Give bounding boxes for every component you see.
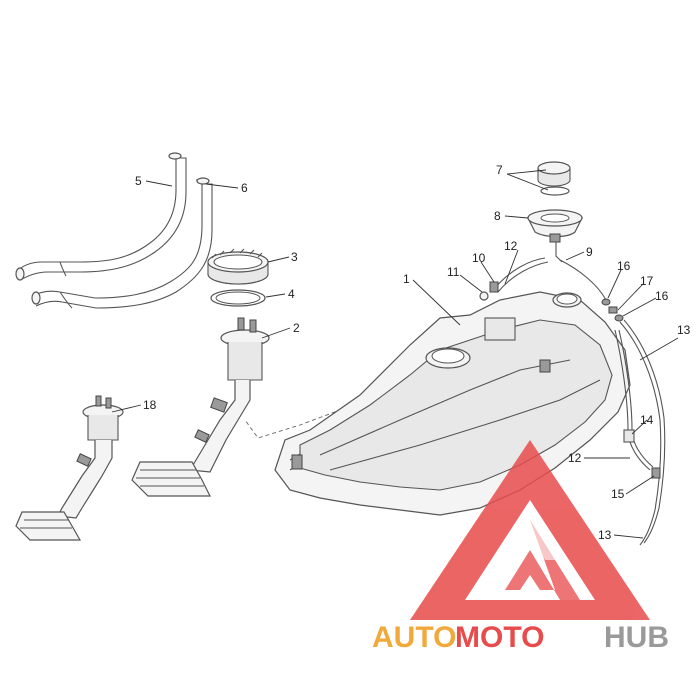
- fuel-pump-assembly-part-18: [15, 395, 124, 541]
- vent-hose-part-12-lower: [614, 329, 654, 471]
- vent-pipe-part-9: [555, 242, 607, 301]
- callout-4: 4: [288, 287, 295, 301]
- lock-ring-part-3: [207, 248, 269, 285]
- callout-labels: 5 6 3 4 2 18 1 7 8 9 12 10 11 16 17 16 1…: [135, 163, 691, 542]
- callout-12-lower: 12: [568, 451, 582, 465]
- watermark-moto: MOTO: [455, 621, 544, 654]
- callout-6: 6: [241, 181, 248, 195]
- fuel-hose-part-6: [31, 177, 213, 309]
- callout-10: 10: [472, 251, 486, 265]
- fuel-hose-part-5: [15, 152, 187, 281]
- hose-clamp-part-10: [489, 281, 499, 293]
- callout-9: 9: [586, 245, 593, 259]
- watermark-auto: AUTO: [372, 621, 456, 654]
- callout-13-lower: 13: [598, 528, 612, 542]
- callout-5: 5: [135, 174, 142, 188]
- seal-ring-part-4: [210, 289, 266, 307]
- callout-13-upper: 13: [677, 323, 691, 337]
- watermark-text: AUTO MOTO HUB: [372, 621, 669, 654]
- watermark-hub: HUB: [604, 621, 669, 654]
- callout-12-upper: 12: [504, 239, 518, 253]
- fuel-pump-assembly-part-2: [131, 317, 270, 497]
- callout-3: 3: [291, 250, 298, 264]
- connector-part-15: [651, 467, 661, 479]
- vent-hose-part-12-upper: [494, 257, 549, 293]
- clip-part-17: [608, 306, 618, 314]
- leader-lines: [111, 169, 679, 539]
- filler-cap-part-7: [537, 161, 571, 196]
- connector-part-14: [623, 429, 635, 443]
- callout-18: 18: [143, 398, 157, 412]
- filler-neck-part-8: [527, 209, 583, 243]
- callout-14: 14: [640, 413, 654, 427]
- fuel-tank-part-1: [274, 291, 631, 516]
- callout-2: 2: [293, 321, 300, 335]
- callout-1: 1: [403, 272, 410, 286]
- callout-17: 17: [640, 274, 654, 288]
- o-rings-part-16: [601, 298, 624, 322]
- callout-16-upper: 16: [617, 259, 631, 273]
- valve-part-11: [479, 291, 489, 301]
- watermark-logo: [410, 440, 650, 620]
- callout-11: 11: [447, 265, 460, 279]
- callout-16-lower: 16: [655, 289, 669, 303]
- callout-15: 15: [611, 487, 625, 501]
- callout-8: 8: [494, 209, 501, 223]
- callout-7: 7: [496, 163, 503, 177]
